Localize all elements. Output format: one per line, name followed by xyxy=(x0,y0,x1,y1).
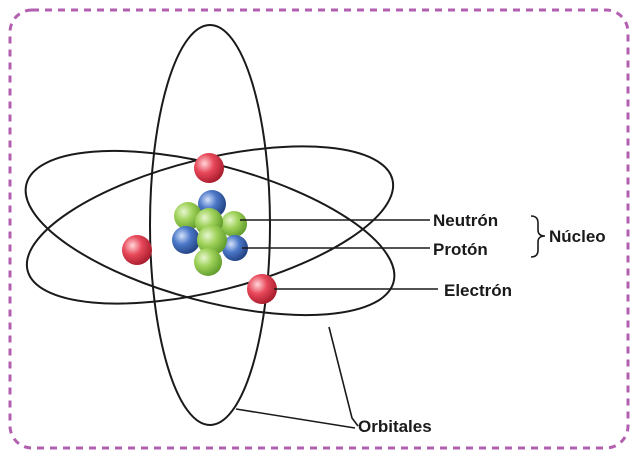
neutron-particle xyxy=(221,211,247,237)
neutron-particle xyxy=(194,248,222,276)
orbit-tilted-up xyxy=(25,145,395,305)
neutron-label: Neutrón xyxy=(433,211,498,230)
electron-particle xyxy=(247,274,277,304)
electron-label: Electrón xyxy=(444,281,512,300)
orbitals-leader-right xyxy=(328,326,359,427)
proton-label: Protón xyxy=(433,240,488,259)
electron-particle xyxy=(122,235,152,265)
proton-particle xyxy=(222,235,248,261)
nucleus-brace xyxy=(530,215,546,258)
dashed-frame xyxy=(8,8,630,450)
electrons xyxy=(122,153,277,304)
nucleus xyxy=(172,190,248,276)
neutron-particle xyxy=(174,202,202,230)
orbit-tilted-down xyxy=(24,149,396,317)
nucleus-label: Núcleo xyxy=(549,227,606,246)
proton-particle xyxy=(172,226,200,254)
electron-particle xyxy=(194,153,224,183)
orbitals-label: Orbitales xyxy=(358,417,432,436)
orbit-vertical xyxy=(149,24,271,426)
orbitals-leader-left xyxy=(235,408,356,429)
neutron-particle xyxy=(197,225,227,255)
orbits xyxy=(24,24,396,426)
